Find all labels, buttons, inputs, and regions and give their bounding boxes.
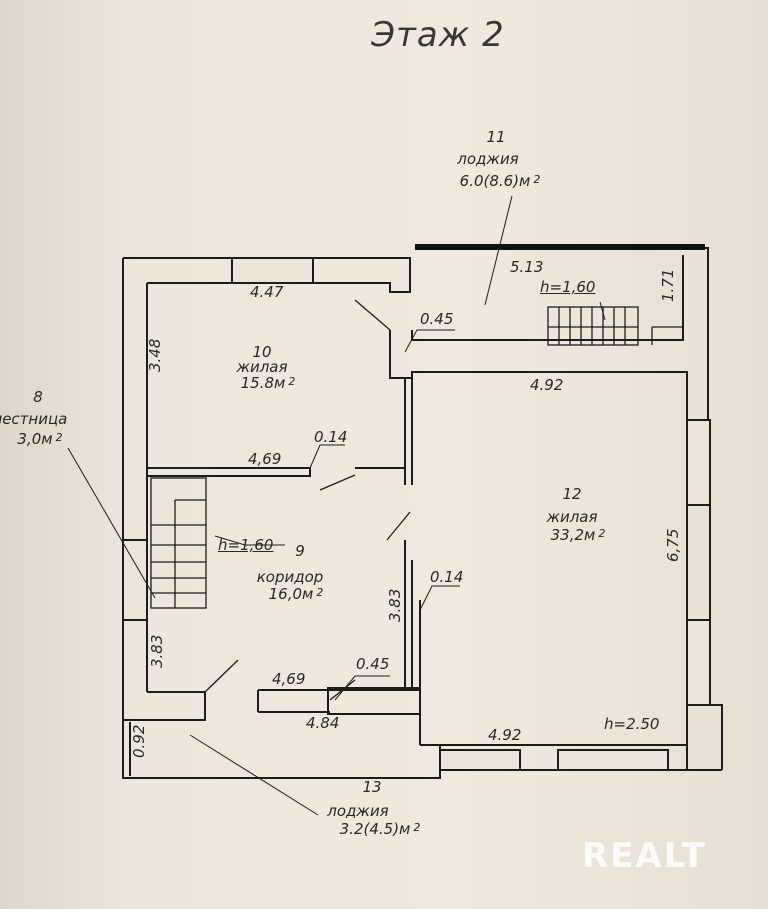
stair-loggia — [547, 306, 683, 346]
room-number: 10 — [252, 343, 272, 361]
window-right-2 — [686, 619, 711, 706]
dim-label: 4.92 — [530, 376, 564, 394]
dim-label: 3.83 — [148, 634, 166, 668]
room-name: лоджия — [327, 802, 389, 820]
wall-lower — [123, 689, 420, 721]
dim-label: 4,69 — [272, 670, 306, 688]
dim-label: h=2.50 — [604, 715, 660, 733]
wall-top — [123, 257, 411, 293]
stair-8 — [150, 477, 207, 609]
area-unit-sup: 2 — [413, 821, 421, 834]
dim-label: 4.92 — [488, 726, 522, 744]
loggia-top-heavy-wall — [415, 244, 705, 250]
area-unit-sup: 2 — [55, 431, 63, 444]
wall-partition — [404, 378, 421, 745]
dim-label: 5.13 — [510, 258, 544, 276]
loggia-13 — [122, 720, 441, 779]
dim-label: 0.92 — [130, 724, 148, 758]
room-name: жилая — [546, 508, 598, 526]
dim-label: h=1,60 — [218, 536, 274, 554]
room-name: лоджия — [457, 150, 519, 168]
area-value: 3.2(4.5)м — [339, 820, 411, 838]
area-unit-sup: 2 — [598, 527, 606, 540]
door-swings — [204, 299, 411, 701]
area-unit-sup: 2 — [288, 375, 296, 388]
room-number: 9 — [295, 542, 305, 560]
area-value: 33,2м — [550, 526, 596, 544]
window-top — [231, 257, 314, 284]
room-number: 8 — [33, 388, 43, 406]
area-value: 15.8м — [240, 374, 286, 392]
wall-4-84 — [327, 687, 421, 715]
room-name: лестница — [0, 410, 68, 428]
dim-label: 4.84 — [306, 714, 340, 732]
page-title: Этаж 2 — [371, 15, 505, 55]
dim-label: 3.48 — [146, 338, 164, 372]
wall-4-69 — [146, 467, 311, 477]
dim-label: h=1,60 — [540, 278, 596, 296]
dim-label: 0.45 — [356, 655, 390, 673]
dim-label: 6,75 — [664, 528, 682, 562]
dim-label: 1.71 — [659, 268, 677, 302]
dim-label: 0.14 — [314, 428, 348, 446]
area-value: 3,0м — [17, 430, 53, 448]
room-name: жилая — [236, 358, 288, 376]
area-value: 6.0(8.6)м — [459, 172, 531, 190]
dim-label: 3.83 — [386, 588, 404, 622]
watermark-logo: REALT — [582, 836, 707, 876]
window-right-1 — [686, 419, 711, 506]
dim-label: 4,69 — [248, 450, 282, 468]
leader-lines — [67, 195, 606, 816]
dim-label: 0.45 — [420, 310, 454, 328]
area-unit-sup: 2 — [533, 173, 541, 186]
window-bottom-2 — [557, 749, 669, 771]
area-value: 16,0м — [268, 585, 314, 603]
room-number: 13 — [362, 778, 382, 796]
room-number: 12 — [562, 485, 582, 503]
dim-label: 0.14 — [430, 568, 464, 586]
room-number: 11 — [486, 128, 506, 146]
window-bottom-1 — [439, 749, 521, 771]
window-left — [122, 539, 148, 621]
dim-label: 4.47 — [250, 283, 284, 301]
room-name: коридор — [256, 568, 324, 586]
area-unit-sup: 2 — [316, 586, 324, 599]
wall-left — [122, 258, 148, 720]
